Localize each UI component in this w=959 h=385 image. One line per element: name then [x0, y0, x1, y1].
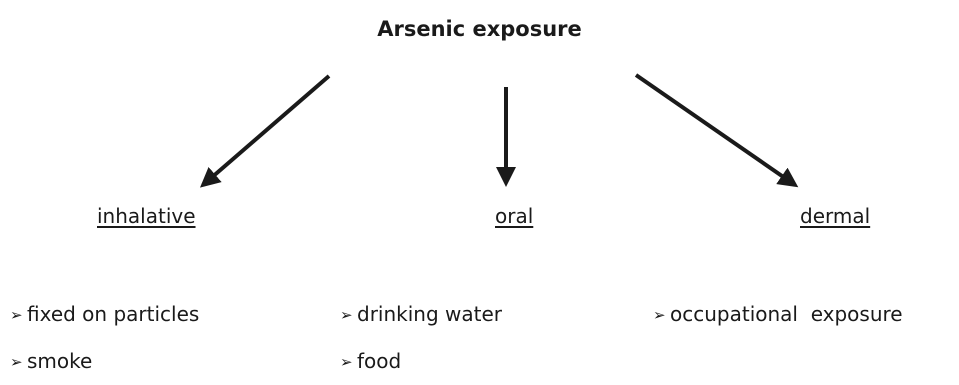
source-label: smoke — [27, 349, 93, 373]
list-item: ➢fixed on particles — [10, 291, 199, 338]
arrow-to-inhalative — [199, 74, 331, 188]
route-oral-label: oral — [495, 204, 534, 228]
source-label: fixed on particles — [27, 302, 200, 326]
source-label: drinking water — [357, 302, 502, 326]
arrow-bullet-icon: ➢ — [10, 306, 23, 324]
oral-sources-list: ➢drinking water ➢food — [340, 291, 502, 385]
arrow-bullet-icon: ➢ — [10, 353, 23, 371]
source-label: food — [357, 349, 402, 373]
inhalative-sources-list: ➢fixed on particles ➢smoke — [10, 291, 199, 385]
list-item: ➢smoke — [10, 338, 199, 385]
arrow-bullet-icon: ➢ — [340, 353, 353, 371]
route-inhalative-label: inhalative — [97, 204, 196, 228]
list-item: ➢food — [340, 338, 502, 385]
arrow-bullet-icon: ➢ — [340, 306, 353, 324]
diagram-title: Arsenic exposure — [377, 17, 582, 41]
list-item: ➢occupational exposure — [653, 291, 903, 338]
route-dermal-label: dermal — [800, 204, 871, 228]
dermal-sources-list: ➢occupational exposure — [653, 291, 903, 338]
arrow-bullet-icon: ➢ — [653, 306, 666, 324]
source-label: occupational exposure — [670, 302, 903, 326]
arrows-layer — [199, 73, 799, 188]
arrow-to-dermal — [634, 73, 799, 188]
list-item: ➢drinking water — [340, 291, 502, 338]
